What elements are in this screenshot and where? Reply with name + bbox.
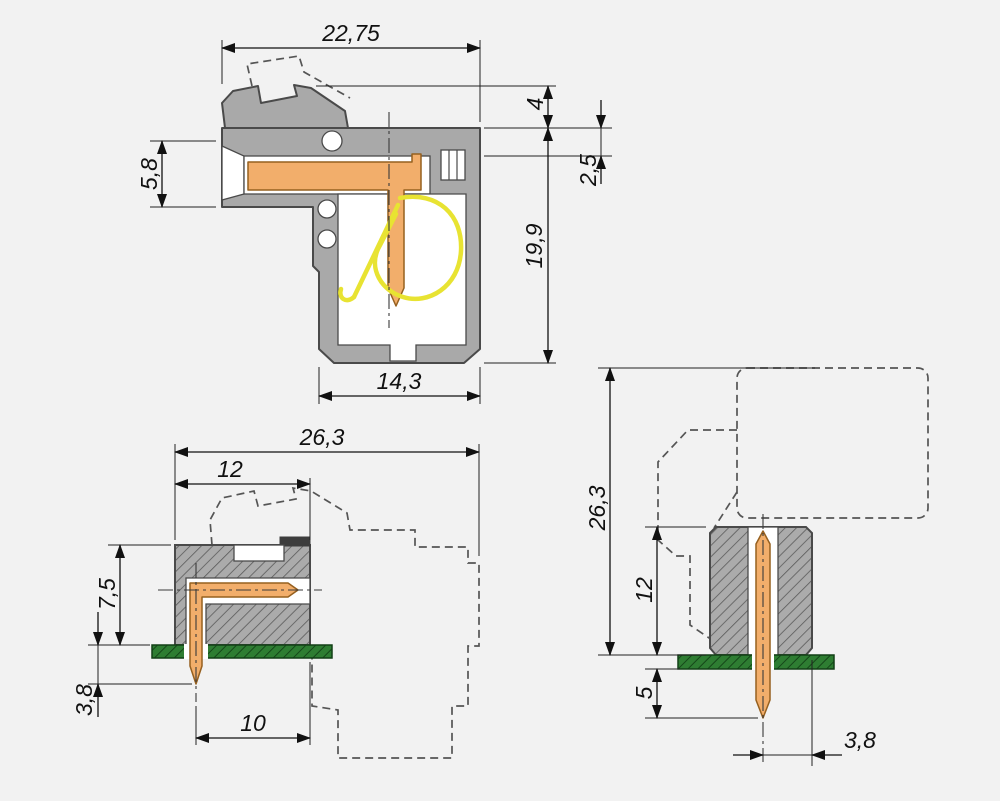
dim-label-total-width: 22,75 [321,20,380,46]
side-view: 26,3 12 7,5 3,8 10 [71,424,480,759]
mating-connector-outline [209,486,480,759]
clamp-spring [372,194,464,301]
dim-body-height: 19,9 [484,127,556,364]
dim-label-body-height-front: 12 [631,577,657,603]
section-view: 22,75 4 5,8 2,5 19,9 [136,20,612,404]
dim-label-height-above-board: 7,5 [94,578,120,610]
dim-label-total-depth: 26,3 [299,424,345,450]
connector-latch [221,84,349,129]
dim-body-depth: 12 [174,456,311,540]
solder-pin-side [189,582,299,685]
dim-label-contact-offset: 2,5 [575,154,601,187]
dim-label-bottom-width: 14,3 [377,368,422,394]
mating-connector-front-left [657,429,737,641]
dim-pin-edge-offset-front: 3,8 [733,660,876,766]
housing-hole-top [321,130,343,152]
dim-body-height-front: 12 [631,526,706,656]
side-view-part [151,486,480,759]
clamp-spring-leg [351,202,401,300]
dim-label-body-height: 19,9 [521,223,547,268]
mating-connector-front-outline [736,367,929,519]
housing-hole-bottom [317,229,337,249]
pcb-side [151,644,333,659]
dim-label-latch-offset: 4 [522,98,548,111]
contact-strip [247,153,422,307]
dim-label-pin-length-front: 5 [631,686,657,699]
dim-total-width: 22,75 [221,20,481,122]
clamp-spring-hook [338,286,357,303]
dim-label-pin-below-board: 3,8 [71,684,97,716]
dim-pin-to-face: 10 [195,662,311,745]
dim-latch-offset: 4 [316,85,556,129]
dim-label-pin-to-face: 10 [240,710,266,736]
mating-connector-front-link [713,491,738,529]
wire-entry-funnel [221,144,245,201]
header-top-strip [279,536,311,547]
test-port-detail [440,149,466,181]
latch-flexed-outline [245,55,351,99]
header-top-notch [233,544,285,562]
dim-pin-length-front: 5 [631,668,758,719]
dim-bottom-width: 14,3 [318,367,481,404]
dim-total-depth: 26,3 [174,424,480,556]
dim-pin-below-board: 3,8 [71,612,192,717]
housing-hole-middle [317,199,337,219]
front-view: 26,3 12 5 3,8 [584,367,929,766]
front-view-part [657,367,929,762]
dim-label-entry-height: 5,8 [136,158,162,190]
dim-label-body-depth: 12 [217,456,243,482]
dim-label-total-height-front: 26,3 [584,485,610,531]
dim-label-pin-edge-offset-front: 3,8 [844,727,876,753]
dim-entry-height: 5,8 [136,140,216,208]
connector-body-section [221,55,481,364]
